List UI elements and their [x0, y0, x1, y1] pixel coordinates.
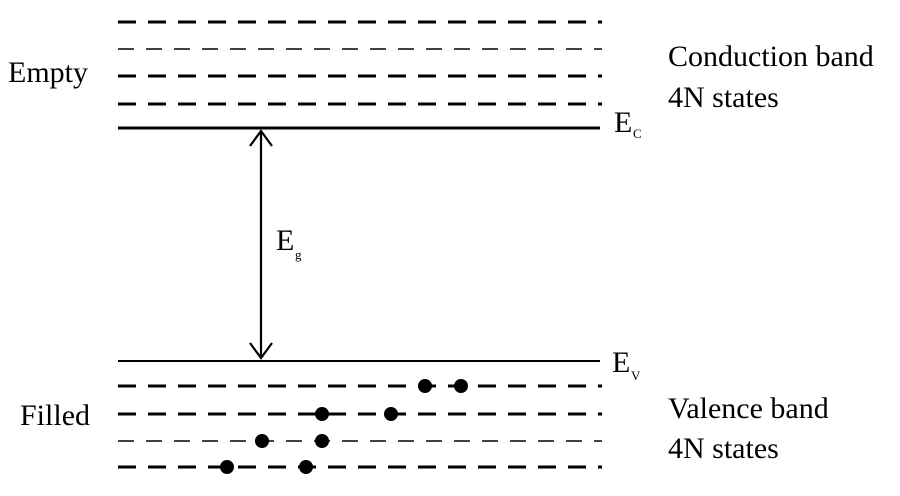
conduction-states-label: 4N states: [668, 81, 779, 114]
empty-label: Empty: [8, 56, 88, 89]
electron-dot: [220, 460, 234, 474]
arrow-head-down-icon: [249, 342, 273, 360]
electron-dot: [384, 407, 398, 421]
electron-dot: [315, 407, 329, 421]
conduction-band-levels: [118, 20, 602, 106]
conduction-band-label: Conduction band: [668, 40, 874, 73]
electron-dot: [315, 434, 329, 448]
filled-label: Filled: [20, 399, 90, 432]
arrow-head-up-icon: [249, 129, 273, 147]
ev-label: E: [612, 346, 630, 379]
valence-states-label: 4N states: [668, 432, 779, 465]
ec-label: E: [614, 106, 632, 139]
ev-subscript: V: [631, 368, 641, 383]
electron-dot: [299, 460, 313, 474]
valence-band-label: Valence band: [668, 392, 829, 425]
electron-dot: [255, 434, 269, 448]
electron-dot: [418, 379, 432, 393]
ec-subscript: C: [633, 126, 642, 141]
eg-label: E: [276, 224, 294, 257]
valence-band-levels: [118, 384, 602, 469]
electrons: [220, 379, 468, 474]
band-gap-arrow: [249, 129, 273, 360]
eg-subscript: g: [295, 247, 302, 262]
electron-dot: [454, 379, 468, 393]
